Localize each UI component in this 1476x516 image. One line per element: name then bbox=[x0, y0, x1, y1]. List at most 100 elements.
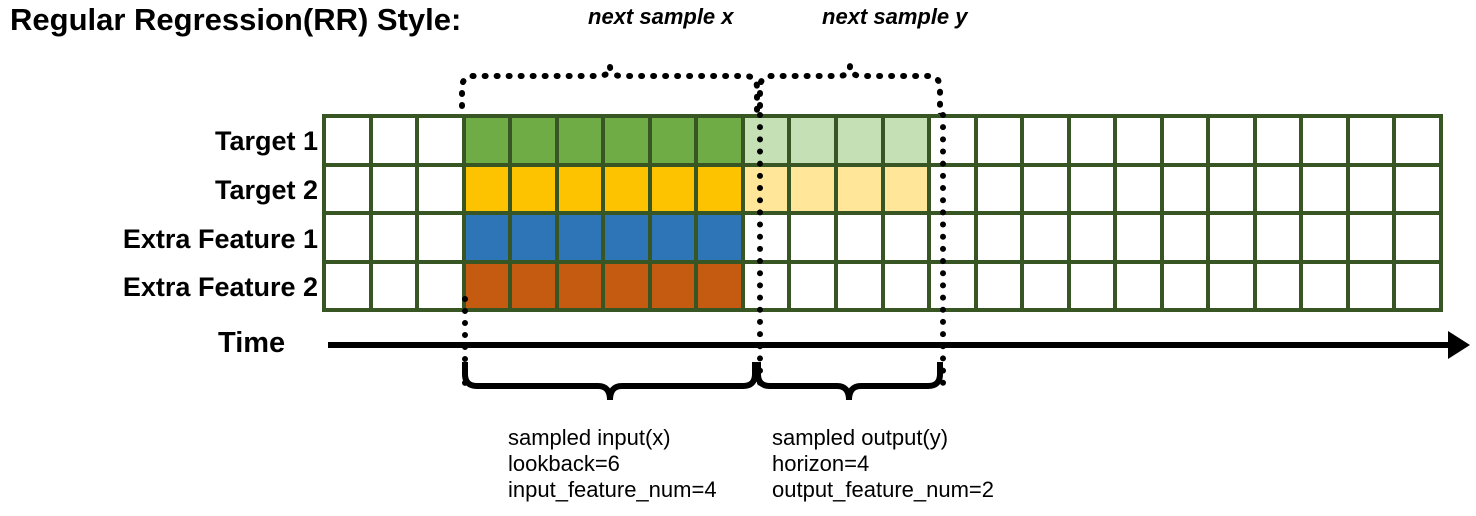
grid-cell-r2-c1 bbox=[326, 166, 369, 211]
grid-cell-r4-c22 bbox=[1303, 263, 1346, 308]
grid-cell-r2-c8 bbox=[651, 166, 695, 211]
grid-cell-r4-c5 bbox=[512, 263, 555, 308]
grid-cell-r2-c12 bbox=[837, 166, 881, 211]
bottom-brace-input-and-output bbox=[462, 362, 943, 401]
grid-cell-r2-c7 bbox=[605, 166, 648, 211]
grid-cell-r2-c16 bbox=[1024, 166, 1067, 211]
grid-cell-r4-c9 bbox=[698, 263, 741, 308]
grid-cell-r2-c20 bbox=[1210, 166, 1253, 211]
time-axis-line bbox=[328, 342, 1460, 348]
annotation-output-line1: sampled output(y) bbox=[772, 425, 949, 450]
grid-cell-r4-c10 bbox=[744, 263, 788, 308]
vguide-output-end bbox=[940, 112, 946, 386]
timeseries-grid bbox=[322, 114, 1443, 312]
grid-cell-r1-c14 bbox=[931, 118, 974, 163]
grid-cell-r1-c21 bbox=[1256, 118, 1300, 163]
grid-cell-r3-c23 bbox=[1349, 215, 1393, 260]
grid-cell-r2-c15 bbox=[977, 166, 1021, 211]
grid-cell-r4-c15 bbox=[977, 263, 1021, 308]
grid-cell-r4-c12 bbox=[837, 263, 881, 308]
grid-cell-r3-c21 bbox=[1256, 215, 1300, 260]
grid-cell-r1-c5 bbox=[512, 118, 555, 163]
grid-cell-r3-c3 bbox=[419, 215, 462, 260]
row-label-target-2: Target 2 bbox=[214, 175, 318, 205]
grid-cell-r1-c4 bbox=[465, 118, 509, 163]
row-label-extra-feature-1: Extra Feature 1 bbox=[122, 224, 318, 254]
grid-cell-r2-c3 bbox=[419, 166, 462, 211]
grid-cell-r4-c21 bbox=[1256, 263, 1300, 308]
row-label-target-1: Target 1 bbox=[214, 126, 318, 156]
grid-cell-r1-c8 bbox=[651, 118, 695, 163]
grid-cell-r4-c17 bbox=[1070, 263, 1114, 308]
grid-cell-r4-c20 bbox=[1210, 263, 1253, 308]
grid-cell-r1-c3 bbox=[419, 118, 462, 163]
grid-cell-r2-c21 bbox=[1256, 166, 1300, 211]
grid-cell-r1-c2 bbox=[372, 118, 416, 163]
grid-cell-r3-c20 bbox=[1210, 215, 1253, 260]
grid-cell-r4-c14 bbox=[931, 263, 974, 308]
grid-cell-r4-c24 bbox=[1396, 263, 1439, 308]
grid-cell-r3-c6 bbox=[558, 215, 602, 260]
grid-cell-r1-c9 bbox=[698, 118, 741, 163]
grid-cell-r2-c14 bbox=[931, 166, 974, 211]
label-next-sample-x: next sample x bbox=[588, 4, 734, 29]
time-axis-label: Time bbox=[218, 327, 286, 359]
grid-cell-r2-c6 bbox=[558, 166, 602, 211]
grid-cell-r4-c8 bbox=[651, 263, 695, 308]
annotation-input-line3: input_feature_num=4 bbox=[508, 477, 717, 502]
grid-cell-r1-c15 bbox=[977, 118, 1021, 163]
grid-cell-r3-c12 bbox=[837, 215, 881, 260]
annotation-output-line2: horizon=4 bbox=[772, 451, 870, 476]
grid-cell-r2-c2 bbox=[372, 166, 416, 211]
vguide-input-start bbox=[462, 296, 468, 386]
grid-cell-r3-c16 bbox=[1024, 215, 1067, 260]
label-next-sample-y: next sample y bbox=[822, 4, 968, 29]
grid-cell-r3-c19 bbox=[1163, 215, 1207, 260]
grid-cell-r4-c7 bbox=[605, 263, 648, 308]
grid-cell-r3-c2 bbox=[372, 215, 416, 260]
grid-cell-r2-c24 bbox=[1396, 166, 1439, 211]
grid-cell-r2-c19 bbox=[1163, 166, 1207, 211]
grid-cell-r3-c4 bbox=[465, 215, 509, 260]
grid-cell-r1-c19 bbox=[1163, 118, 1207, 163]
grid-cell-r2-c18 bbox=[1117, 166, 1160, 211]
annotation-input-line1: sampled input(x) bbox=[508, 425, 671, 450]
grid-cell-r3-c8 bbox=[651, 215, 695, 260]
grid-cell-r2-c5 bbox=[512, 166, 555, 211]
grid-cell-r4-c2 bbox=[372, 263, 416, 308]
grid-cell-r4-c19 bbox=[1163, 263, 1207, 308]
grid-cell-r4-c1 bbox=[326, 263, 369, 308]
grid-cell-r2-c22 bbox=[1303, 166, 1346, 211]
annotation-input: sampled input(x) lookback=6 input_featur… bbox=[508, 425, 717, 503]
annotation-input-line2: lookback=6 bbox=[508, 451, 620, 476]
vguide-input-output-split bbox=[757, 112, 763, 386]
annotation-output-line3: output_feature_num=2 bbox=[772, 477, 995, 502]
grid-cell-r4-c3 bbox=[419, 263, 462, 308]
grid-cell-r1-c13 bbox=[884, 118, 928, 163]
grid-cell-r4-c18 bbox=[1117, 263, 1160, 308]
grid-cell-r4-c13 bbox=[884, 263, 928, 308]
grid-cell-r1-c1 bbox=[326, 118, 369, 163]
grid-cell-r3-c5 bbox=[512, 215, 555, 260]
grid-cell-r1-c20 bbox=[1210, 118, 1253, 163]
grid-cell-r2-c11 bbox=[791, 166, 834, 211]
grid-cell-r1-c16 bbox=[1024, 118, 1067, 163]
grid-cell-r1-c18 bbox=[1117, 118, 1160, 163]
grid-cell-r3-c1 bbox=[326, 215, 369, 260]
grid-cell-r3-c15 bbox=[977, 215, 1021, 260]
grid-cell-r3-c17 bbox=[1070, 215, 1114, 260]
grid-cell-r1-c11 bbox=[791, 118, 834, 163]
grid-cell-r1-c17 bbox=[1070, 118, 1114, 163]
grid-cell-r2-c23 bbox=[1349, 166, 1393, 211]
grid-cell-r1-c24 bbox=[1396, 118, 1439, 163]
grid-cell-r3-c9 bbox=[698, 215, 741, 260]
grid-cell-r3-c13 bbox=[884, 215, 928, 260]
grid-cell-r1-c23 bbox=[1349, 118, 1393, 163]
grid-cell-r3-c7 bbox=[605, 215, 648, 260]
time-axis-arrow-icon bbox=[1448, 331, 1470, 359]
grid-cell-r4-c4 bbox=[465, 263, 509, 308]
grid-cell-r3-c24 bbox=[1396, 215, 1439, 260]
grid-cell-r1-c12 bbox=[837, 118, 881, 163]
grid-cell-r4-c6 bbox=[558, 263, 602, 308]
annotation-output: sampled output(y) horizon=4 output_featu… bbox=[772, 425, 994, 503]
